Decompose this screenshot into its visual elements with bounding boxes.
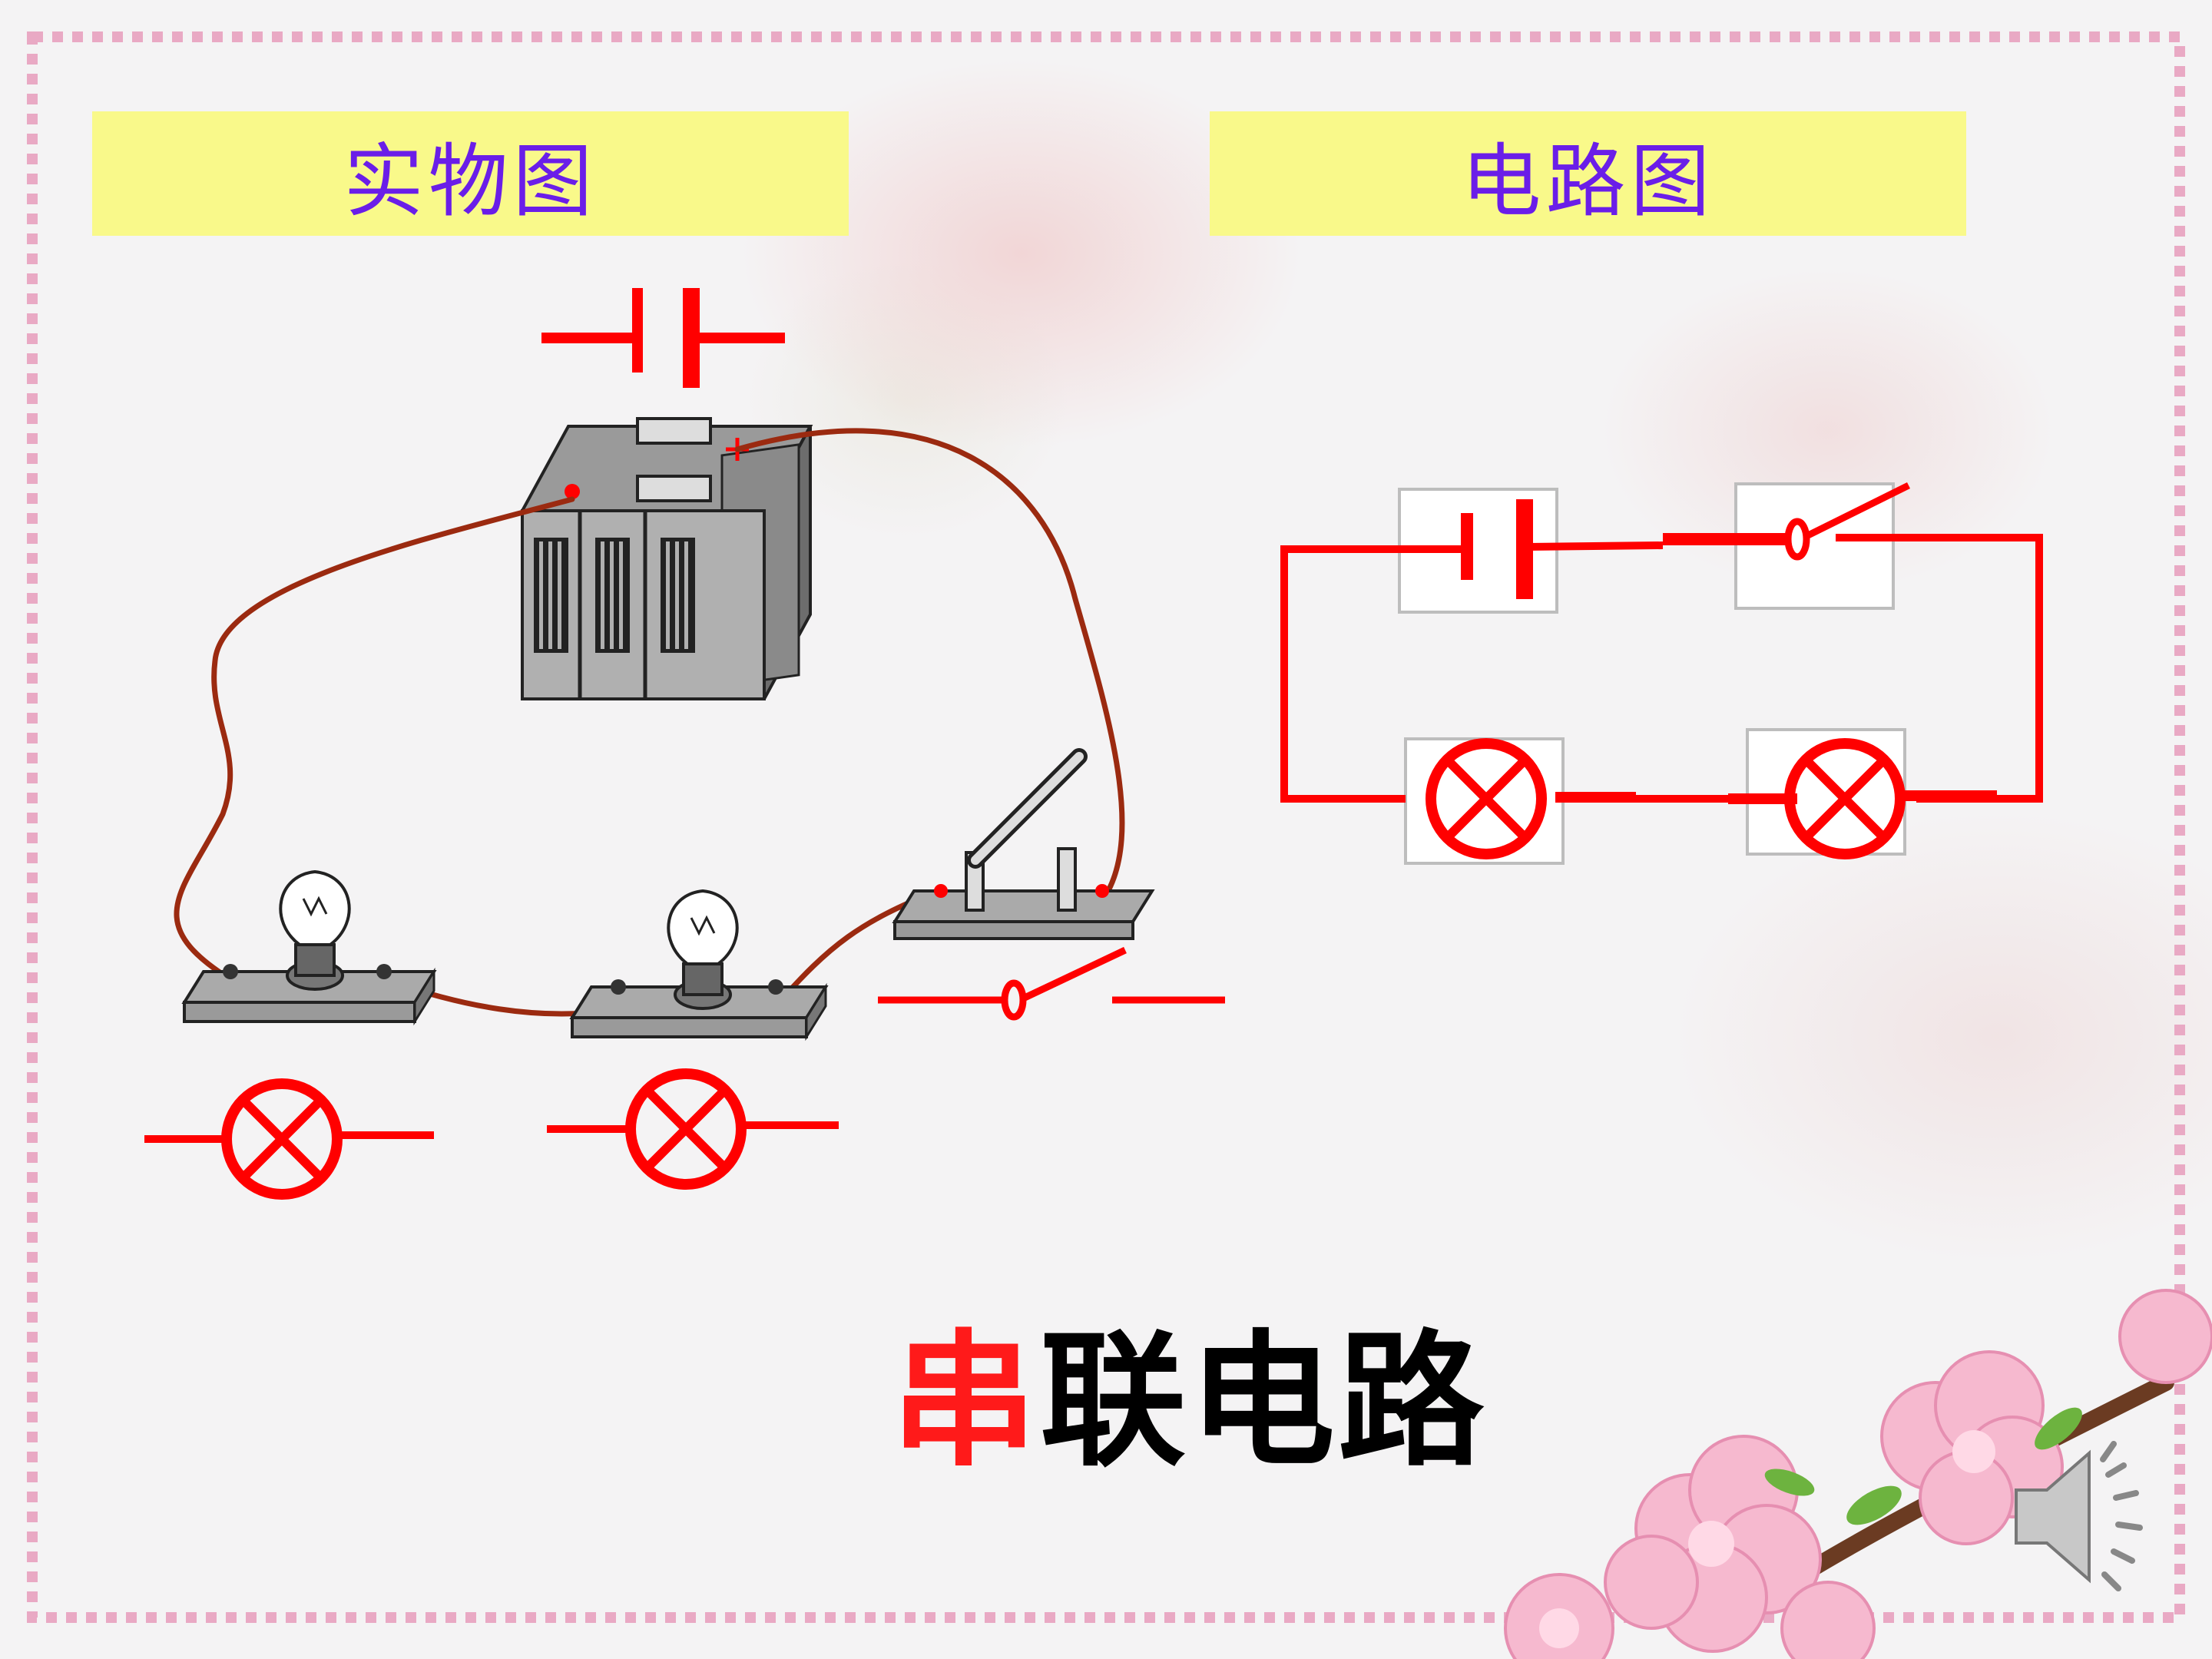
tile-switch	[1734, 482, 1895, 610]
switch-symbol-icon	[1784, 482, 1911, 561]
lamp-symbol-icon	[1426, 738, 1547, 859]
battery-symbol-icon	[1417, 499, 1533, 599]
caption-series-circuit: 串联电路	[891, 1329, 1487, 1475]
switch-symbol-icon	[878, 946, 1225, 1021]
title-physical-drawing-text: 实物图	[343, 134, 598, 228]
caption-rest: 联电路	[1040, 1316, 1488, 1486]
switch-device-icon	[892, 748, 1155, 940]
title-circuit-diagram: 电路图	[1210, 111, 1966, 236]
circuit-diagram	[1280, 482, 2043, 865]
bulb-device-icon	[181, 869, 437, 1026]
caption-highlight: 串	[891, 1316, 1041, 1486]
blossom-branch-icon	[1504, 1289, 2212, 1659]
title-circuit-diagram-text: 电路图	[1461, 134, 1715, 228]
dashed-border	[27, 31, 2185, 1623]
battery-symbol-icon	[541, 288, 785, 388]
lamp-symbol-icon	[144, 1078, 434, 1200]
lamp-symbol-icon	[1784, 738, 1906, 859]
bulb-device-icon	[569, 889, 829, 1041]
title-physical-drawing: 实物图	[92, 111, 849, 236]
battery-device-icon	[519, 417, 813, 700]
speaker-icon	[2015, 1441, 2143, 1591]
lamp-symbol-icon	[547, 1068, 839, 1190]
